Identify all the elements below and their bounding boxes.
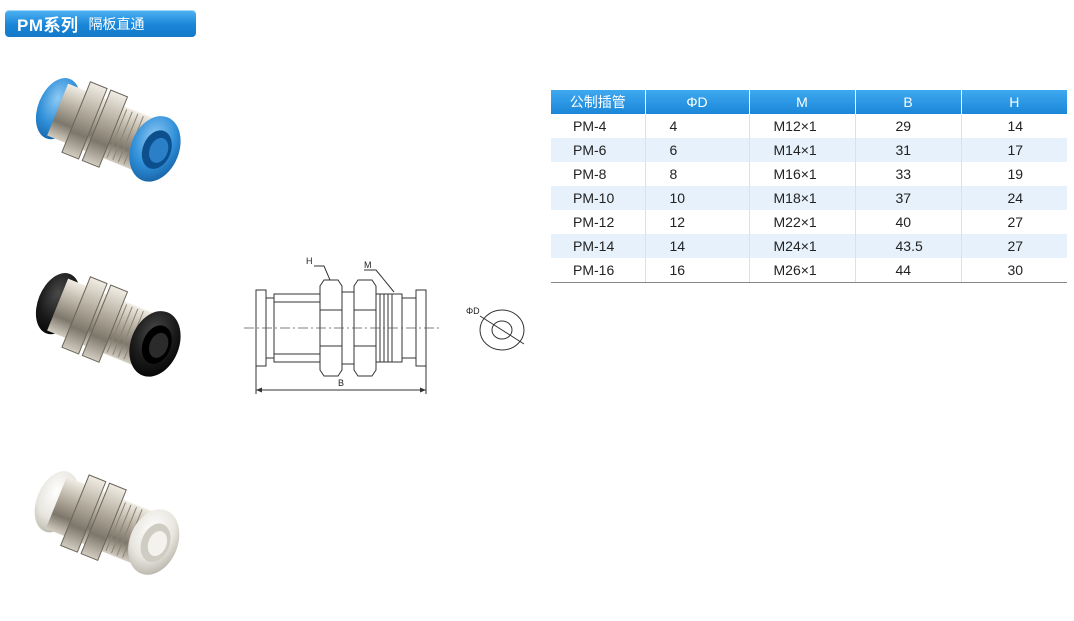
cell-diameter: 10 (645, 186, 750, 210)
label-d: ΦD (466, 306, 480, 316)
cell-hex: 30 (961, 258, 1067, 283)
cell-thread: M26×1 (749, 258, 856, 283)
technical-drawing: H M B ΦD (244, 256, 525, 394)
label-h: H (306, 256, 313, 266)
cell-model: PM-12 (551, 210, 646, 234)
cell-length: 31 (855, 138, 962, 162)
cell-thread: M22×1 (749, 210, 856, 234)
cell-model: PM-8 (551, 162, 646, 186)
table-row: PM-10 10 M18×1 37 24 (551, 186, 1067, 210)
cell-length: 44 (855, 258, 962, 283)
section-title-tag: PM系列 隔板直通 (5, 10, 196, 37)
cell-thread: M18×1 (749, 186, 856, 210)
cell-diameter: 8 (645, 162, 750, 186)
table-row: PM-16 16 M26×1 44 30 (551, 258, 1067, 283)
label-b: B (338, 378, 344, 388)
cell-model: PM-6 (551, 138, 646, 162)
product-image-black (35, 273, 181, 377)
cell-diameter: 4 (645, 114, 750, 138)
header-length: B (855, 90, 962, 114)
cell-model: PM-10 (551, 186, 646, 210)
spec-table: 公制插管 ΦD M B H PM-4 4 M12×1 29 14 PM-6 6 … (551, 90, 1067, 283)
cell-hex: 27 (961, 234, 1067, 258)
table-row: PM-12 12 M22×1 40 27 (551, 210, 1067, 234)
cell-thread: M12×1 (749, 114, 856, 138)
table-header-row: 公制插管 ΦD M B H (551, 90, 1067, 114)
cell-model: PM-14 (551, 234, 646, 258)
header-metric-tube: 公制插管 (551, 90, 646, 114)
cell-length: 37 (855, 186, 962, 210)
cell-length: 29 (855, 114, 962, 138)
table-row: PM-4 4 M12×1 29 14 (551, 114, 1067, 138)
cell-length: 40 (855, 210, 962, 234)
cell-model: PM-16 (551, 258, 646, 283)
series-subtitle: 隔板直通 (88, 15, 145, 32)
header-diameter: ΦD (645, 90, 750, 114)
cell-hex: 19 (1007, 166, 1024, 182)
cell-length: 33 (855, 162, 962, 186)
cell-length: 43.5 (855, 234, 962, 258)
cell-diameter: 14 (645, 234, 750, 258)
series-title: PM系列 (17, 16, 79, 35)
cell-hex: 24 (961, 186, 1067, 210)
label-m: M (364, 260, 372, 270)
table-row: PM-14 14 M24×1 43.5 27 (551, 234, 1067, 258)
cell-diameter: 12 (645, 210, 750, 234)
cell-hex: 27 (1007, 214, 1024, 230)
cell-hex: 17 (961, 138, 1067, 162)
cell-diameter: 16 (645, 258, 750, 283)
cell-thread: M14×1 (749, 138, 856, 162)
header-hex: H (961, 90, 1067, 114)
product-image-white (34, 471, 180, 575)
table-row: PM-8 8 M16×1 33 19 (551, 162, 1067, 186)
cell-diameter: 6 (645, 138, 750, 162)
product-image-blue (35, 78, 181, 182)
cell-thread: M24×1 (749, 234, 856, 258)
table-row: PM-6 6 M14×1 31 17 (551, 138, 1067, 162)
header-thread: M (749, 90, 856, 114)
cell-model: PM-4 (551, 114, 646, 138)
cell-hex: 14 (1007, 118, 1024, 134)
cell-thread: M16×1 (749, 162, 856, 186)
